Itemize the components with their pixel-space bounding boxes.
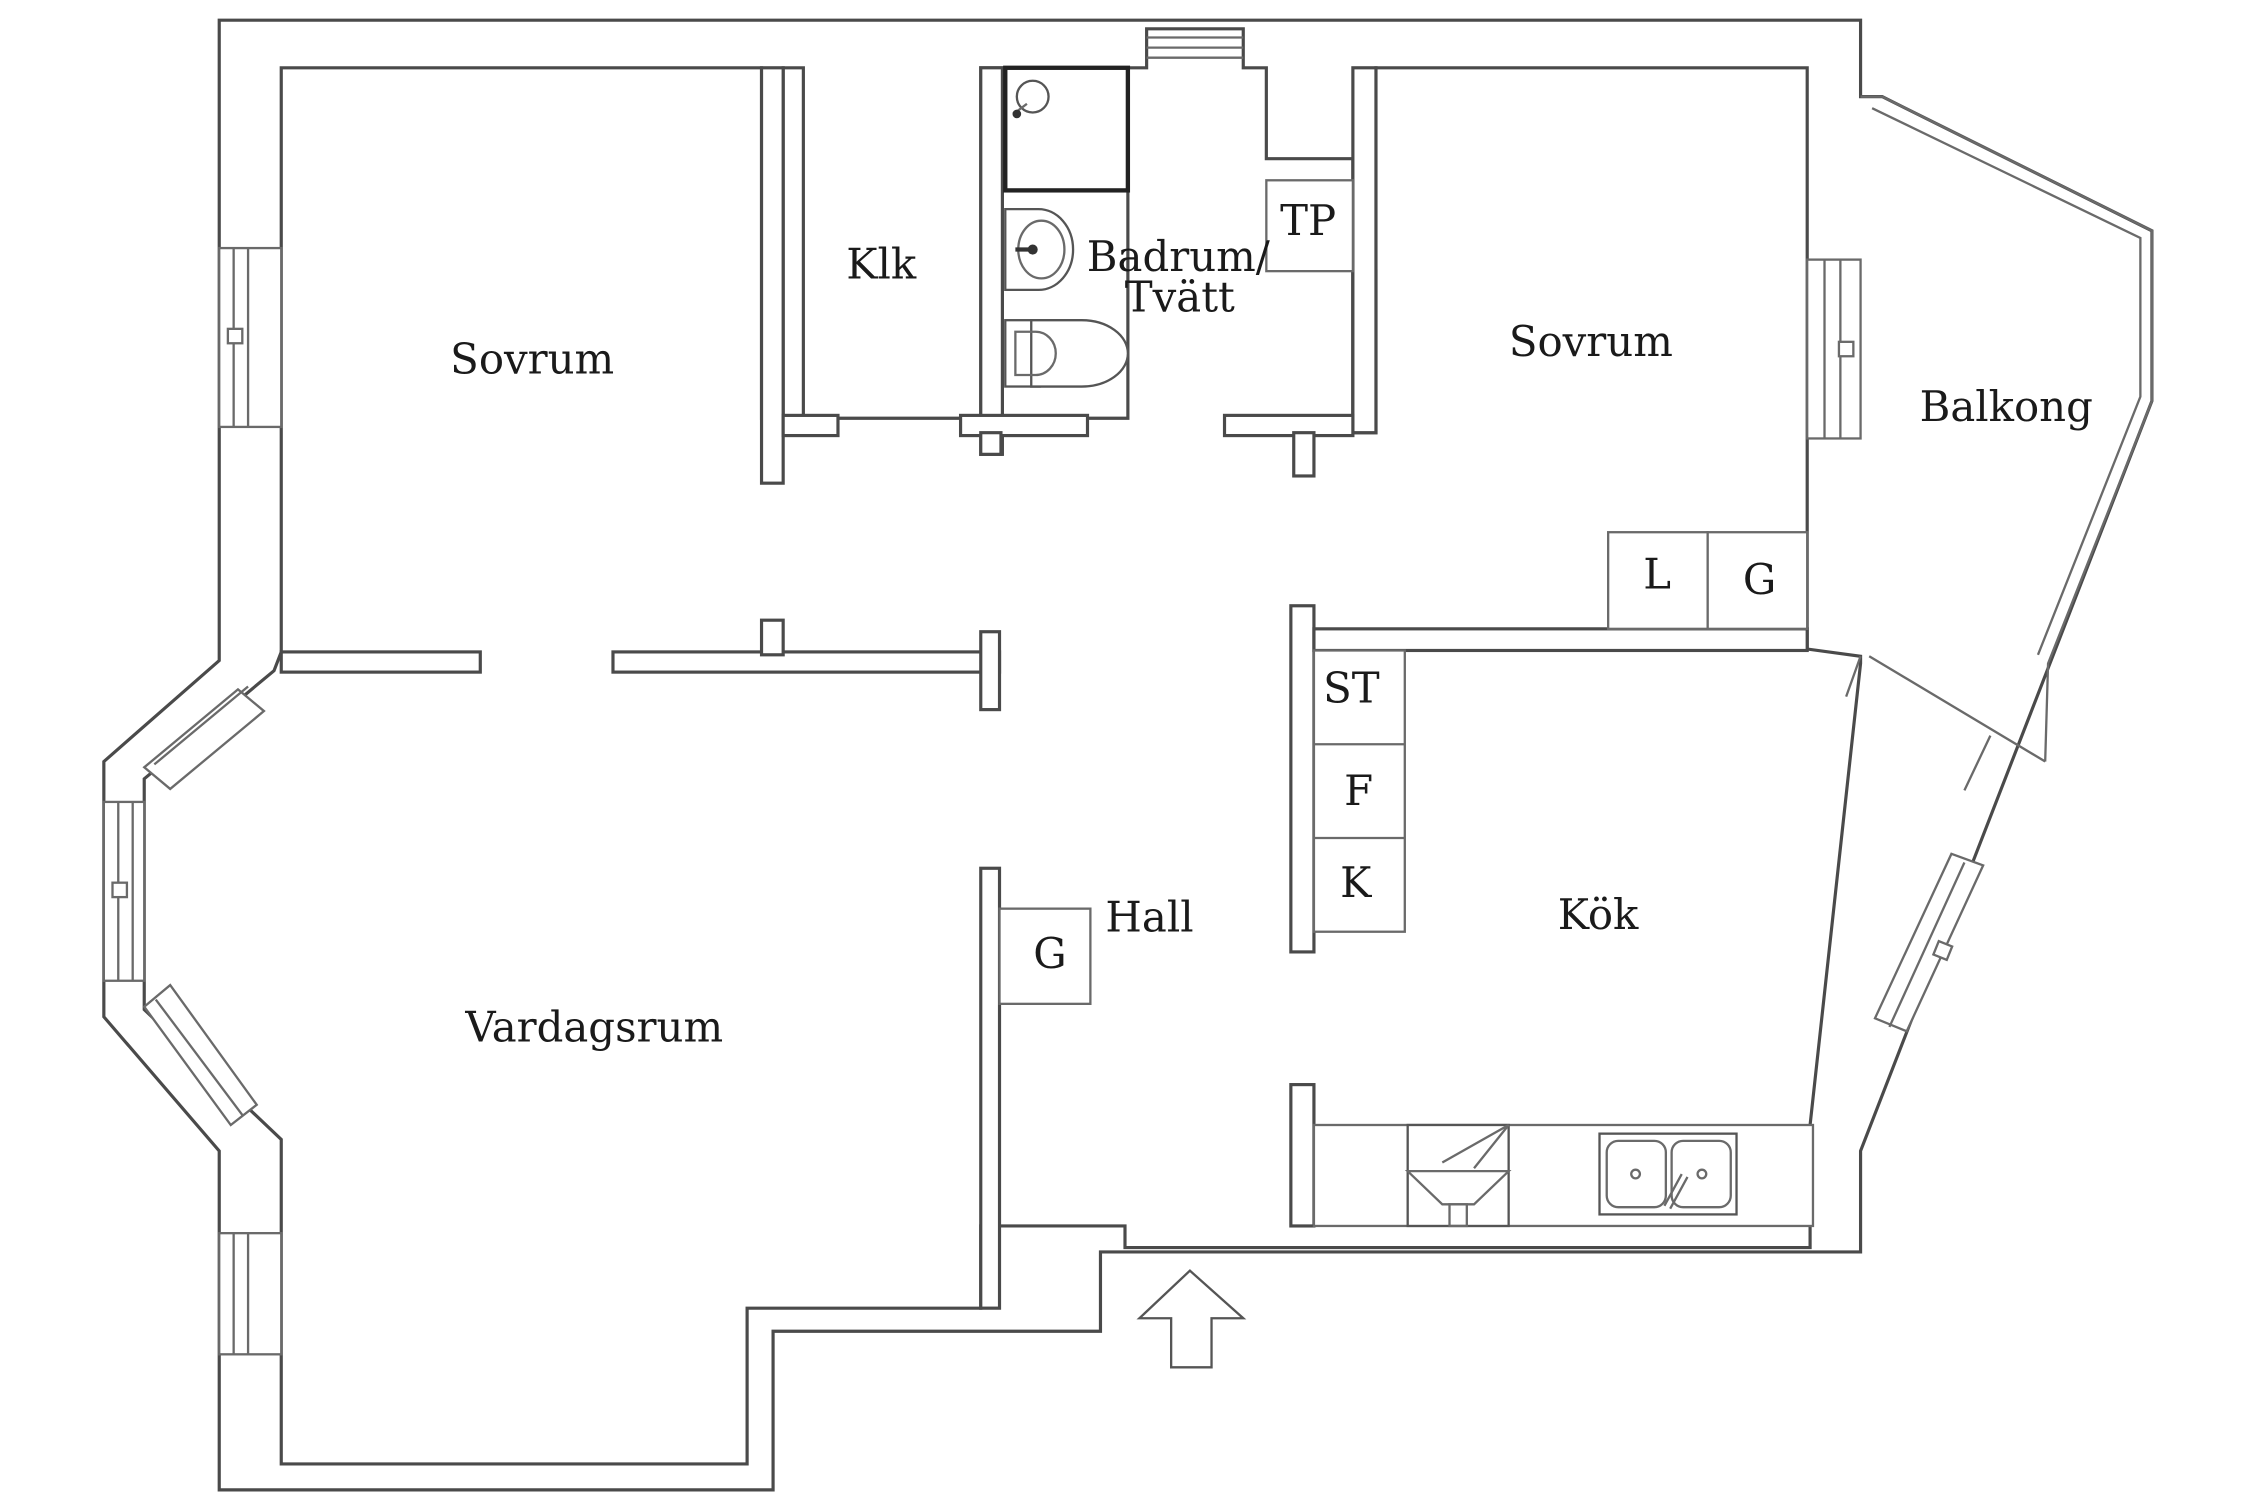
room-badrum-line1: Badrum/ (1087, 232, 1271, 281)
stub-bath-right (1222, 413, 1355, 438)
wall-stub-right (979, 630, 1002, 712)
fixture-tp: TP (1280, 196, 1336, 245)
wall-kitchen-left (1289, 604, 1316, 954)
shower (1003, 65, 1131, 193)
wall-sovrum-vardagsrum-a (279, 650, 482, 674)
room-sovrum-right: Sovrum (1509, 317, 1673, 366)
sink-icon (1004, 207, 1075, 292)
wall-bedroom-right-left (1351, 66, 1378, 435)
stub-bath-left (958, 413, 1090, 438)
room-sovrum-left: Sovrum (450, 335, 614, 384)
window-left-bottom (218, 1232, 283, 1356)
scale-group: TP L G ST F K G (102, 18, 2154, 1492)
stub-klk (781, 413, 840, 438)
fixture-k: K (1340, 858, 1372, 907)
window-bay-top (142, 685, 266, 791)
shower-head-icon (1012, 79, 1050, 119)
wall-stub-mid (759, 618, 785, 657)
balcony-door (1845, 655, 2046, 791)
fixture-l: L (1643, 549, 1671, 598)
kitchen-column: ST F K (1312, 649, 1406, 933)
fixture-g-bedroom: G (1743, 555, 1776, 604)
balcony-rail (1860, 95, 2154, 762)
fixture-g-hall: G (1033, 929, 1066, 978)
toilet-icon (1004, 319, 1130, 388)
wardrobe-l: L (1607, 531, 1709, 630)
wall-klk-left (759, 66, 785, 485)
entrance-arrow-icon (1136, 1269, 1247, 1369)
window-bay-middle (102, 800, 146, 982)
tp-cabinet: TP (1265, 179, 1355, 273)
wall-klk-right (979, 66, 1004, 456)
vent (1146, 36, 1244, 59)
window-right-bedroom (1806, 258, 1862, 440)
double-sink-icon (1598, 1132, 1738, 1216)
room-kok: Kök (1558, 890, 1639, 939)
window-left-top (218, 246, 283, 429)
room-badrum-line2: Tvätt (1125, 273, 1235, 322)
wardrobe-g-bedroom: G (1706, 531, 1809, 630)
fixture-f: F (1344, 766, 1373, 815)
wardrobe-g-hall: G (998, 907, 1092, 1005)
stub-bath-right-down (1292, 431, 1316, 478)
room-vardagsrum: Vardagsrum (464, 1002, 723, 1051)
wall-hall-left (979, 866, 1002, 1310)
stub-klk-down (979, 431, 1003, 456)
room-balkong: Balkong (1920, 382, 2093, 431)
kitchen-counter (1312, 1123, 1815, 1228)
wall-sovrum-vardagsrum-b (611, 650, 1002, 674)
wall-bedroom-kitchen (1312, 627, 1809, 653)
room-hall: Hall (1105, 893, 1193, 942)
wall-kitchen-left-bottom (1289, 1083, 1316, 1228)
room-klk: Klk (846, 239, 917, 288)
window-bay-bottom (142, 983, 259, 1127)
fixture-st: ST (1323, 663, 1380, 712)
window-kitchen (1873, 852, 1985, 1033)
stove-icon (1404, 1123, 1512, 1228)
